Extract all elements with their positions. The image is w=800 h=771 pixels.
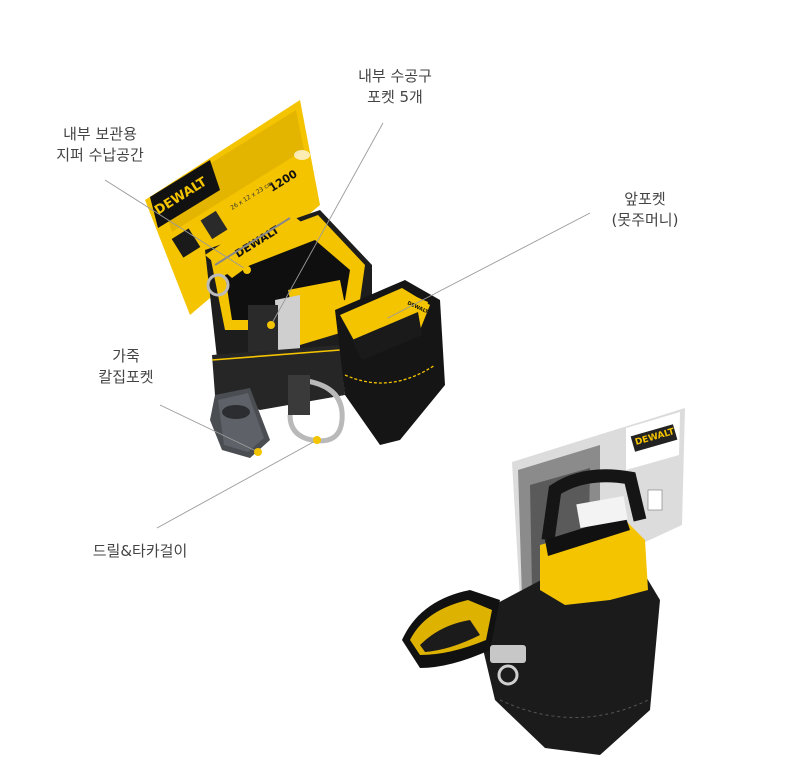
callout-line-1: 드릴&타카걸이 [92, 542, 188, 560]
dot-front-pocket [380, 316, 388, 324]
leader-drill-hammer-loop [156, 439, 318, 529]
dot-inner-tool-pocket [267, 321, 275, 329]
callout-line-1: 가죽 [112, 347, 140, 365]
callout-dots [243, 266, 388, 456]
callout-drill-hammer-loop: 드릴&타카걸이 [70, 541, 210, 562]
leader-lines [104, 122, 591, 529]
product-card: DEWALT 1200 26 x 12 x 23 cm [145, 100, 320, 315]
callout-leather-knife-pocket: 가죽 칼집포켓 [76, 346, 176, 388]
callout-line-2: 칼집포켓 [98, 368, 154, 386]
callout-line-1: 앞포켓 [624, 190, 666, 208]
callout-line-2: (못주머니) [611, 211, 679, 229]
leader-leather-knife-pocket [159, 404, 259, 453]
callout-inner-zipper-storage: 내부 보관용 지퍼 수납공간 [40, 124, 160, 166]
callout-front-pocket: 앞포켓 (못주머니) [595, 189, 695, 231]
leader-front-pocket [383, 212, 591, 321]
dot-leather-knife-pocket [254, 448, 262, 456]
callout-inner-tool-pocket: 내부 수공구 포켓 5개 [340, 66, 450, 108]
dot-inner-zipper-storage [243, 266, 251, 274]
callout-line-1: 내부 보관용 [63, 125, 137, 143]
callout-line-2: 포켓 5개 [367, 88, 423, 106]
product-top-view: DEWALT 1200 26 x 12 x 23 cm DEWALT [145, 100, 445, 458]
callout-line-1: 내부 수공구 [358, 67, 432, 85]
product-rear-view: DEWALT [402, 408, 685, 755]
leader-inner-zipper-storage [104, 179, 248, 271]
dot-drill-hammer-loop [313, 436, 321, 444]
callout-line-2: 지퍼 수납공간 [56, 146, 144, 164]
leader-inner-tool-pocket [270, 122, 384, 326]
